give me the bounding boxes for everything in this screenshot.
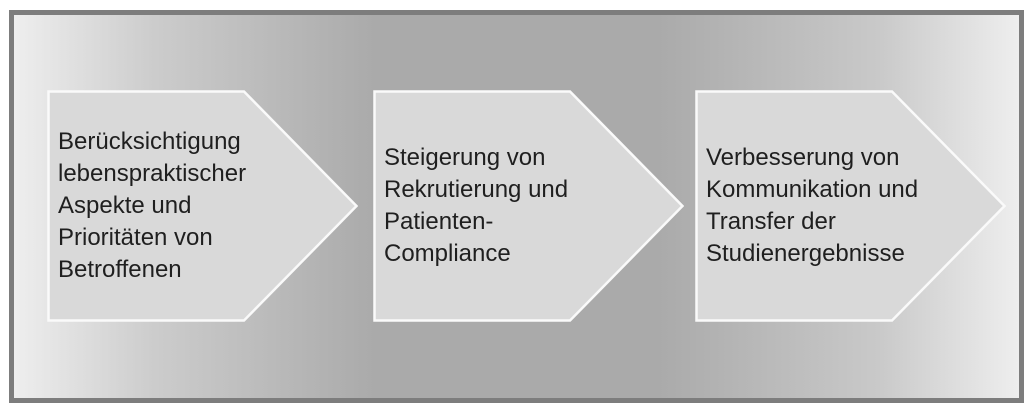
process-arrow-3-label: Verbesserung von Kommunikation und Trans… (706, 144, 919, 267)
arrow-right-shape (373, 90, 684, 322)
arrow-right-shape (47, 90, 358, 322)
arrow-right-shape (695, 90, 1006, 322)
diagram-frame: Berücksichtigung lebenspraktischer Aspek… (9, 10, 1024, 403)
process-arrow-2-label: Steigerung von Rekrutierung und Patiente… (384, 144, 569, 267)
process-arrow-2: Steigerung von Rekrutierung und Patiente… (373, 90, 684, 322)
process-arrow-1-label: Berücksichtigung lebenspraktischer Aspek… (58, 128, 247, 283)
process-arrow-3: Verbesserung von Kommunikation und Trans… (695, 90, 1006, 322)
process-arrow-1: Berücksichtigung lebenspraktischer Aspek… (47, 90, 358, 322)
